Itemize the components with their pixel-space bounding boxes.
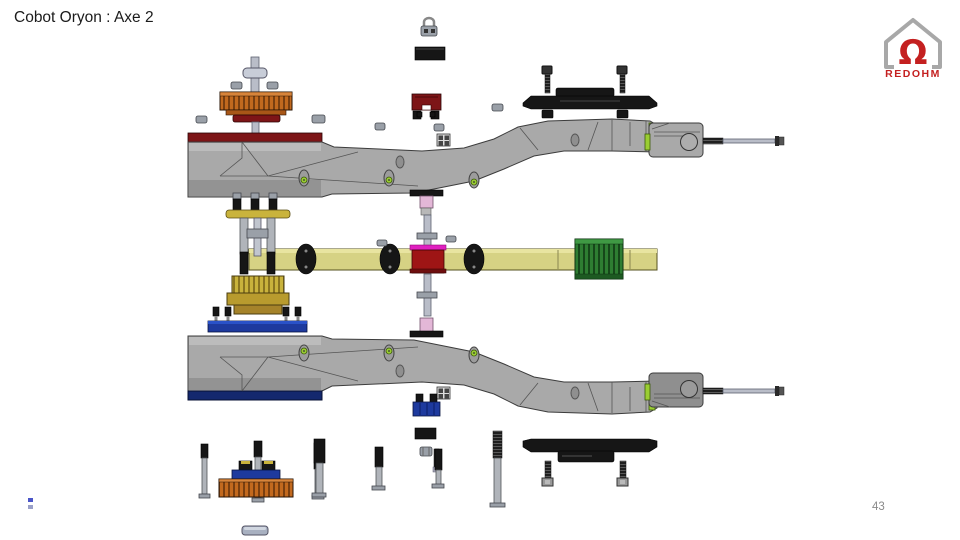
slide-title: Cobot Oryon : Axe 2 — [14, 9, 154, 26]
cover-bolt — [616, 65, 628, 94]
checker-nut-bottom — [436, 386, 451, 400]
housing-screw-dots-top — [298, 169, 480, 189]
beam-hub — [463, 243, 485, 275]
cover-bolt — [541, 65, 553, 94]
copper-gear-assembly-bottom — [198, 440, 325, 536]
beam-hub — [295, 243, 317, 275]
top-end-cover — [522, 65, 658, 119]
blue-mounting-plate-left — [207, 320, 308, 333]
green-pinion-gear — [574, 238, 624, 280]
spacer-block-black-top — [414, 46, 446, 61]
bottom-end-cover — [522, 438, 658, 487]
page-number: 43 — [872, 501, 885, 513]
logo-house-icon — [884, 18, 942, 69]
servo-bracket-red — [411, 93, 442, 120]
assorted-screws-bottom — [311, 430, 506, 508]
brass-gear-stack — [207, 192, 308, 333]
cover-bolt — [616, 460, 629, 487]
right-clamp-block-top — [644, 122, 785, 158]
small-fasteners-top — [195, 103, 504, 147]
standoff-pin — [198, 443, 211, 499]
standoff-posts — [232, 192, 278, 212]
upper-arm-housing — [187, 118, 658, 198]
center-hub-spool — [409, 244, 447, 274]
bottom-centre-parts — [412, 386, 451, 473]
checker-nut-top — [436, 133, 451, 147]
logo-omega-icon: Ω — [899, 33, 928, 73]
main-vertical-shaft — [376, 189, 457, 338]
padlock-nut — [420, 16, 438, 37]
copper-gear-assembly-top — [219, 56, 293, 135]
housing-screw-dots-bottom — [298, 344, 480, 364]
yellow-cross-beam — [248, 238, 658, 280]
screw — [431, 448, 445, 489]
cover-bolt — [541, 460, 554, 487]
long-screw — [489, 430, 506, 508]
logo-brand-text: REDOHM — [885, 68, 941, 80]
footer-colon-mark — [28, 498, 33, 509]
right-clamp-block-bottom — [644, 372, 785, 408]
redohm-logo: Ω REDOHM — [884, 18, 942, 80]
screw — [311, 438, 327, 498]
servo-bracket-blue — [412, 393, 441, 417]
spacer-disc — [241, 525, 269, 536]
beam-hub — [379, 243, 401, 275]
lower-arm-housing — [187, 335, 658, 415]
screw — [371, 446, 386, 491]
plate-screws — [212, 306, 302, 322]
